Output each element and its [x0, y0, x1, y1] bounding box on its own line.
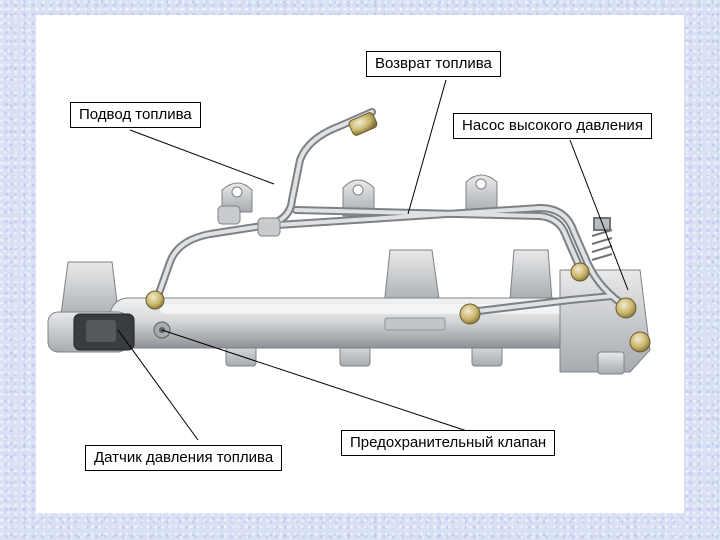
pipe-fittings [145, 112, 651, 353]
label-high-pressure-pump: Насос высокого давления [453, 113, 652, 139]
leader-lines [117, 79, 629, 441]
label-safety-valve: Предохранительный клапан [341, 430, 556, 456]
fuel-pipes [154, 108, 632, 316]
label-fuel-pressure-sensor: Датчик давления топлива [85, 445, 283, 471]
label-fuel-return: Возврат топлива [366, 51, 501, 77]
pump-spring [591, 217, 613, 261]
fuel-pressure-sensor [73, 313, 135, 351]
top-mounting-brackets [221, 174, 498, 217]
label-fuel-supply: Подвод топлива [70, 102, 201, 128]
